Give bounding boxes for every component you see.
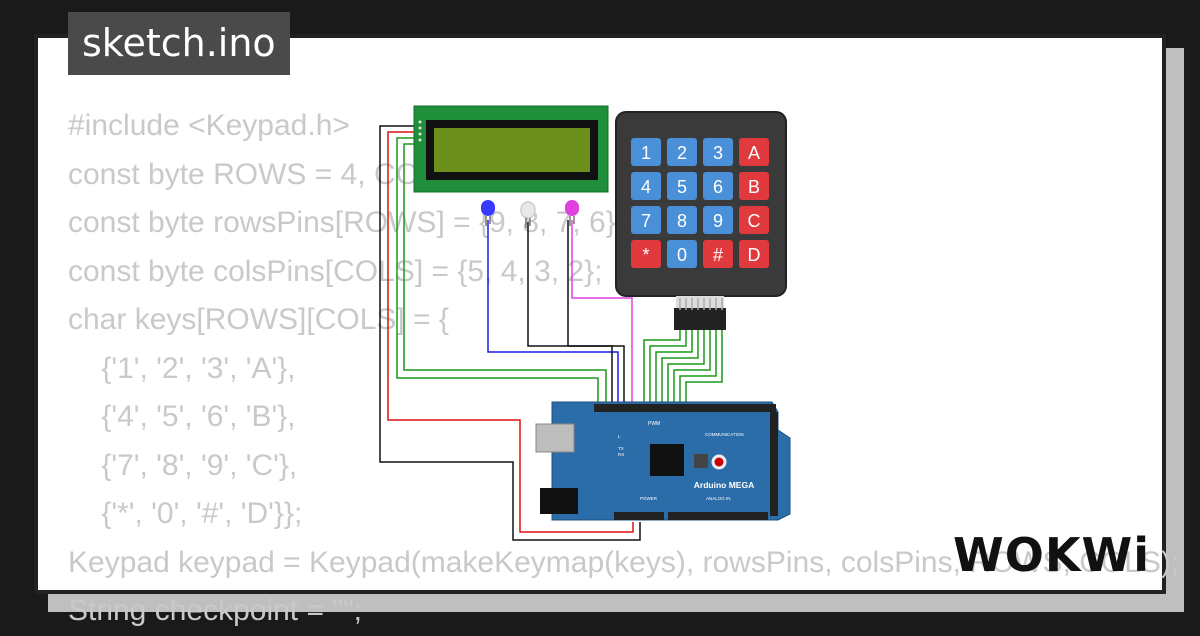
keypad-key-#[interactable]: # [703, 240, 733, 268]
lcd-display[interactable] [413, 105, 609, 193]
keypad-key-8[interactable]: 8 [667, 206, 697, 234]
keypad-key-C[interactable]: C [739, 206, 769, 234]
led-white [520, 201, 536, 228]
keypad-key-*[interactable]: * [631, 240, 661, 268]
svg-text:PWM: PWM [648, 421, 660, 427]
keypad-key-label: B [748, 177, 760, 197]
led-blue [481, 200, 495, 226]
keypad-key-7[interactable]: 7 [631, 206, 661, 234]
code-line: const byte rowsPins[ROWS] = {9, 8, 7, 6}… [68, 206, 625, 239]
code-line: Keypad keypad = Keypad(makeKeymap(keys),… [68, 545, 1180, 579]
keypad-key-label: C [748, 211, 761, 231]
code-preview: #include <Keypad.h>const byte ROWS = 4, … [68, 102, 1179, 636]
arduino-mega-board[interactable]: Arduino MEGA PWM COMMUNICATION POWER ANA… [535, 401, 791, 521]
keypad-key-label: D [748, 245, 761, 265]
svg-text:POWER: POWER [640, 496, 658, 501]
code-line: {'*', '0', '#', 'D'}}; [68, 497, 303, 530]
microcontroller-chip [650, 444, 684, 476]
keypad-key-label: A [748, 143, 760, 163]
code-line: String checkpoint = ""; [68, 594, 362, 627]
keypad-key-label: # [713, 245, 723, 265]
svg-text:ANALOG IN: ANALOG IN [706, 496, 731, 501]
keypad-key-label: * [642, 245, 649, 265]
keypad-key-label: 3 [713, 143, 723, 163]
keypad-key-D[interactable]: D [739, 240, 769, 268]
keypad-key-1[interactable]: 1 [631, 138, 661, 166]
svg-text:L: L [618, 434, 621, 439]
code-line: #include <Keypad.h> [68, 109, 350, 142]
keypad-key-label: 4 [641, 177, 651, 197]
lcd-pin-header [418, 120, 422, 142]
keypad-key-2[interactable]: 2 [667, 138, 697, 166]
code-line: {'1', '2', '3', 'A'}, [68, 351, 296, 385]
keypad-key-3[interactable]: 3 [703, 138, 733, 166]
keypad-key-label: 2 [677, 143, 687, 163]
keypad-key-A[interactable]: A [739, 138, 769, 166]
led-magenta [565, 200, 579, 226]
keypad-key-label: 0 [677, 245, 687, 265]
reset-button [711, 454, 727, 470]
code-line: {'7', '8', '9', 'C'}, [68, 448, 298, 482]
keypad-key-5[interactable]: 5 [667, 172, 697, 200]
keypad-key-label: 9 [713, 211, 723, 231]
keypad-key-4[interactable]: 4 [631, 172, 661, 200]
leds[interactable] [481, 200, 579, 228]
board-name: Arduino MEGA [694, 480, 754, 490]
svg-text:TX: TX [618, 446, 624, 451]
file-tab[interactable]: sketch.ino [68, 12, 290, 75]
keypad-key-label: 1 [641, 143, 651, 163]
svg-text:RX: RX [618, 452, 624, 457]
keypad-key-6[interactable]: 6 [703, 172, 733, 200]
keypad-membrane[interactable]: 1 2 3 A 4 5 6 B 7 8 9 C * 0 # D [615, 111, 787, 330]
code-line: {'4', '5', '6', 'B'}, [68, 400, 296, 433]
keypad-key-label: 6 [713, 177, 723, 197]
usb-port [535, 423, 575, 453]
keypad-key-label: 8 [677, 211, 687, 231]
wires [379, 125, 723, 541]
keypad-key-label: 5 [677, 177, 687, 197]
wokwi-logo: WOKWi [953, 528, 1150, 582]
keypad-key-0[interactable]: 0 [667, 240, 697, 268]
power-jack [540, 488, 578, 514]
keypad-key-B[interactable]: B [739, 172, 769, 200]
keypad-key-9[interactable]: 9 [703, 206, 733, 234]
keypad-key-label: 7 [641, 211, 651, 231]
svg-text:COMMUNICATION: COMMUNICATION [705, 432, 744, 437]
code-line: char keys[ROWS][COLS] = { [68, 303, 449, 336]
